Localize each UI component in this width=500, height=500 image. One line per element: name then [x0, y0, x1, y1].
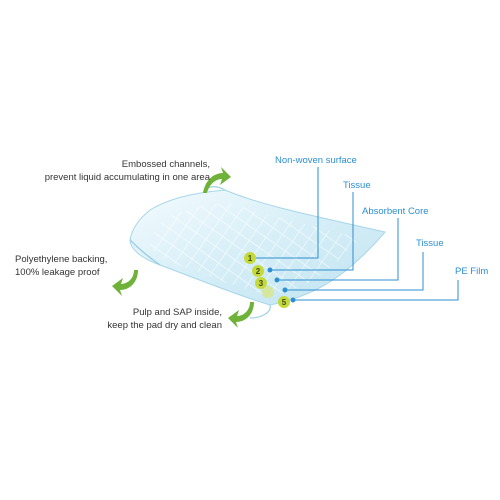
- layer-label-5: PE Film: [455, 266, 489, 277]
- curved-arrow-icon: [228, 302, 254, 328]
- leader-dot-4: [282, 287, 288, 293]
- badge-2: [252, 265, 264, 277]
- leader-line-3: [277, 218, 399, 281]
- badge-3-number: 3: [259, 279, 264, 288]
- badge-2-number: 2: [256, 267, 261, 276]
- layer-badges: 1 2 3 5: [244, 252, 290, 308]
- leader-dot-2: [267, 267, 273, 273]
- badge-3: [255, 277, 267, 289]
- badge-5-number: 5: [282, 298, 287, 307]
- leader-line-4: [285, 252, 424, 291]
- leader-dot-5: [290, 297, 296, 303]
- badge-1-number: 1: [248, 254, 253, 263]
- embossed-line2: prevent liquid accumulating in one area: [44, 172, 210, 183]
- leader-dot-3: [274, 277, 280, 283]
- pulp-annotation: Pulp and SAP inside, keep the pad dry an…: [90, 306, 222, 332]
- curved-arrow-icon: [203, 167, 231, 193]
- badge-1: [244, 252, 256, 264]
- layer-label-4: Tissue: [416, 238, 444, 249]
- backing-line2: 100% leakage proof: [15, 267, 100, 278]
- layer-label-3: Absorbent Core: [362, 206, 429, 217]
- backing-line1: Polyethylene backing,: [15, 254, 108, 265]
- leader-line-1: [253, 167, 319, 259]
- pad-illustration: [129, 186, 386, 319]
- leader-line-5: [293, 280, 459, 301]
- layer-label-2: Tissue: [343, 180, 371, 191]
- badge-5: [278, 296, 290, 308]
- curved-arrow-icon: [112, 270, 138, 296]
- layer-label-1: Non-woven surface: [275, 155, 357, 166]
- backing-annotation: Polyethylene backing, 100% leakage proof: [15, 253, 135, 279]
- embossed-line1: Embossed channels,: [121, 159, 210, 170]
- leader-line-2: [270, 192, 354, 271]
- pulp-line1: Pulp and SAP inside,: [132, 307, 222, 318]
- pulp-line2: keep the pad dry and clean: [107, 320, 222, 331]
- embossed-annotation: Embossed channels, prevent liquid accumu…: [45, 158, 210, 184]
- badge-3-halo: [262, 286, 274, 298]
